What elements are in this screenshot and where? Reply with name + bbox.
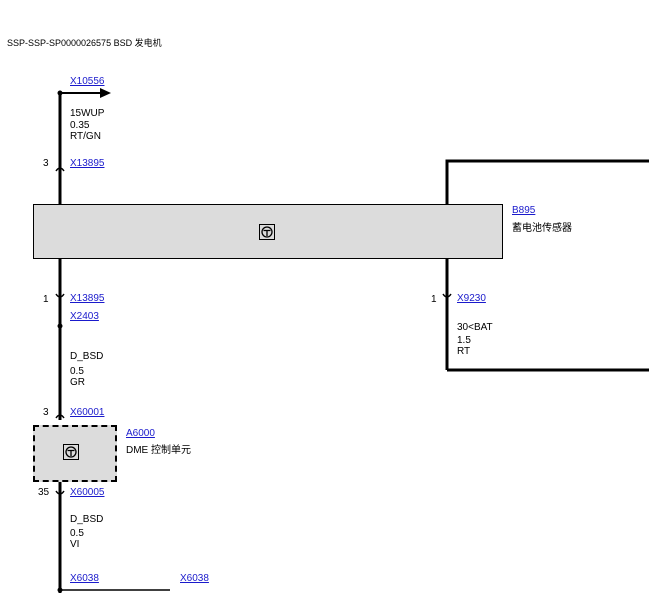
connector-link-x13895-top[interactable]: X13895 [70,158,105,169]
arrow-right-icon [100,88,111,98]
wire-right-top [445,159,649,205]
connector-link-x6038-left[interactable]: X6038 [70,573,99,584]
connector-arc [55,414,65,419]
wire-color: GR [70,377,85,388]
connector-arc [442,293,452,298]
wire-color: RT/GN [70,131,101,142]
component-info-icon-glyph [65,446,77,458]
connector-link-x10556[interactable]: X10556 [70,76,105,87]
component-info-icon-glyph [261,226,273,238]
wire-color: RT [457,346,471,357]
component-name-a6000: DME 控制单元 [126,445,191,456]
component-link-b895[interactable]: B895 [512,205,536,216]
connector-link-x13895-bottom[interactable]: X13895 [70,293,105,304]
pin-number: 1 [431,294,437,305]
bottom-dot [57,587,63,593]
wire-signal: 30<BAT [457,322,493,333]
pin-number: 3 [43,158,49,169]
splice-dot [57,323,63,329]
pin-number: 1 [43,294,49,305]
connector-arc [55,490,65,495]
wire-gauge: 0.35 [70,120,90,131]
component-link-a6000[interactable]: A6000 [126,428,155,439]
connector-link-x60001[interactable]: X60001 [70,407,105,418]
wire-signal: D_BSD [70,514,104,525]
wire-dot [57,90,63,96]
diagram-title: SSP-SSP-SP0000026575 BSD 发电机 [7,38,162,48]
wire-gauge: 0.5 [70,528,84,539]
wire-color: VI [70,539,80,550]
component-name-b895: 蓄电池传感器 [512,223,572,234]
splice-link-x2403[interactable]: X2403 [70,311,99,322]
connector-arc [55,167,65,172]
wire-gauge: 1.5 [457,335,471,346]
pin-number: 3 [43,407,49,418]
connector-link-x6038-right[interactable]: X6038 [180,573,209,584]
wire-signal: 15WUP [70,108,105,119]
connector-link-x9230[interactable]: X9230 [457,293,486,304]
wire-signal: D_BSD [70,351,104,362]
pin-number: 35 [38,487,50,498]
connector-link-x60005[interactable]: X60005 [70,487,105,498]
component-info-icon[interactable] [63,444,79,460]
wire-gauge: 0.5 [70,366,84,377]
connector-arc [55,293,65,298]
component-info-icon[interactable] [259,224,275,240]
